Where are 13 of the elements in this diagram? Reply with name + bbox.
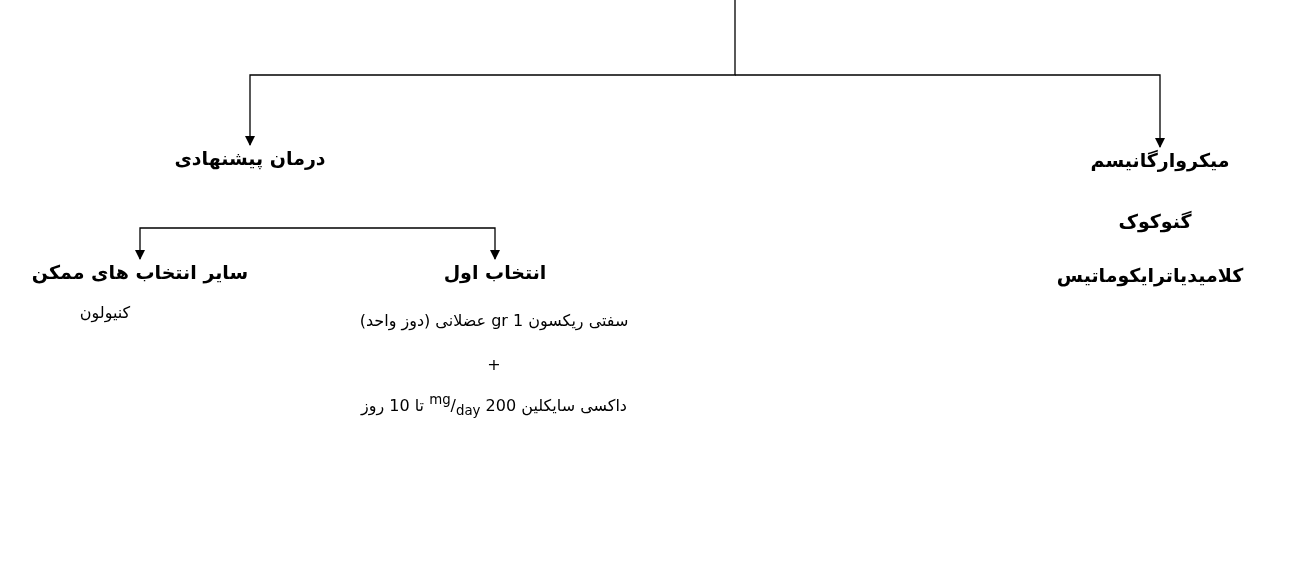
label-text: کنیولون — [79, 302, 131, 322]
heading: انتخاب اول — [443, 261, 547, 283]
label-text: کلامیدیاترایکوماتیس — [1056, 264, 1244, 286]
arrow — [245, 0, 736, 146]
heading: سایر انتخاب های ممکن — [31, 261, 249, 283]
arrow — [135, 227, 318, 260]
label-text: + — [487, 354, 501, 374]
arrow — [316, 227, 500, 260]
heading: میکروارگانیسم — [1090, 149, 1230, 171]
arrow — [734, 74, 1165, 148]
label-text: سفتی ریکسون gr 1 عضلانی (دوز واحد) — [359, 310, 629, 330]
heading: درمان پیشنهادی — [174, 147, 326, 169]
label-text: گنوکوک — [1118, 210, 1192, 232]
